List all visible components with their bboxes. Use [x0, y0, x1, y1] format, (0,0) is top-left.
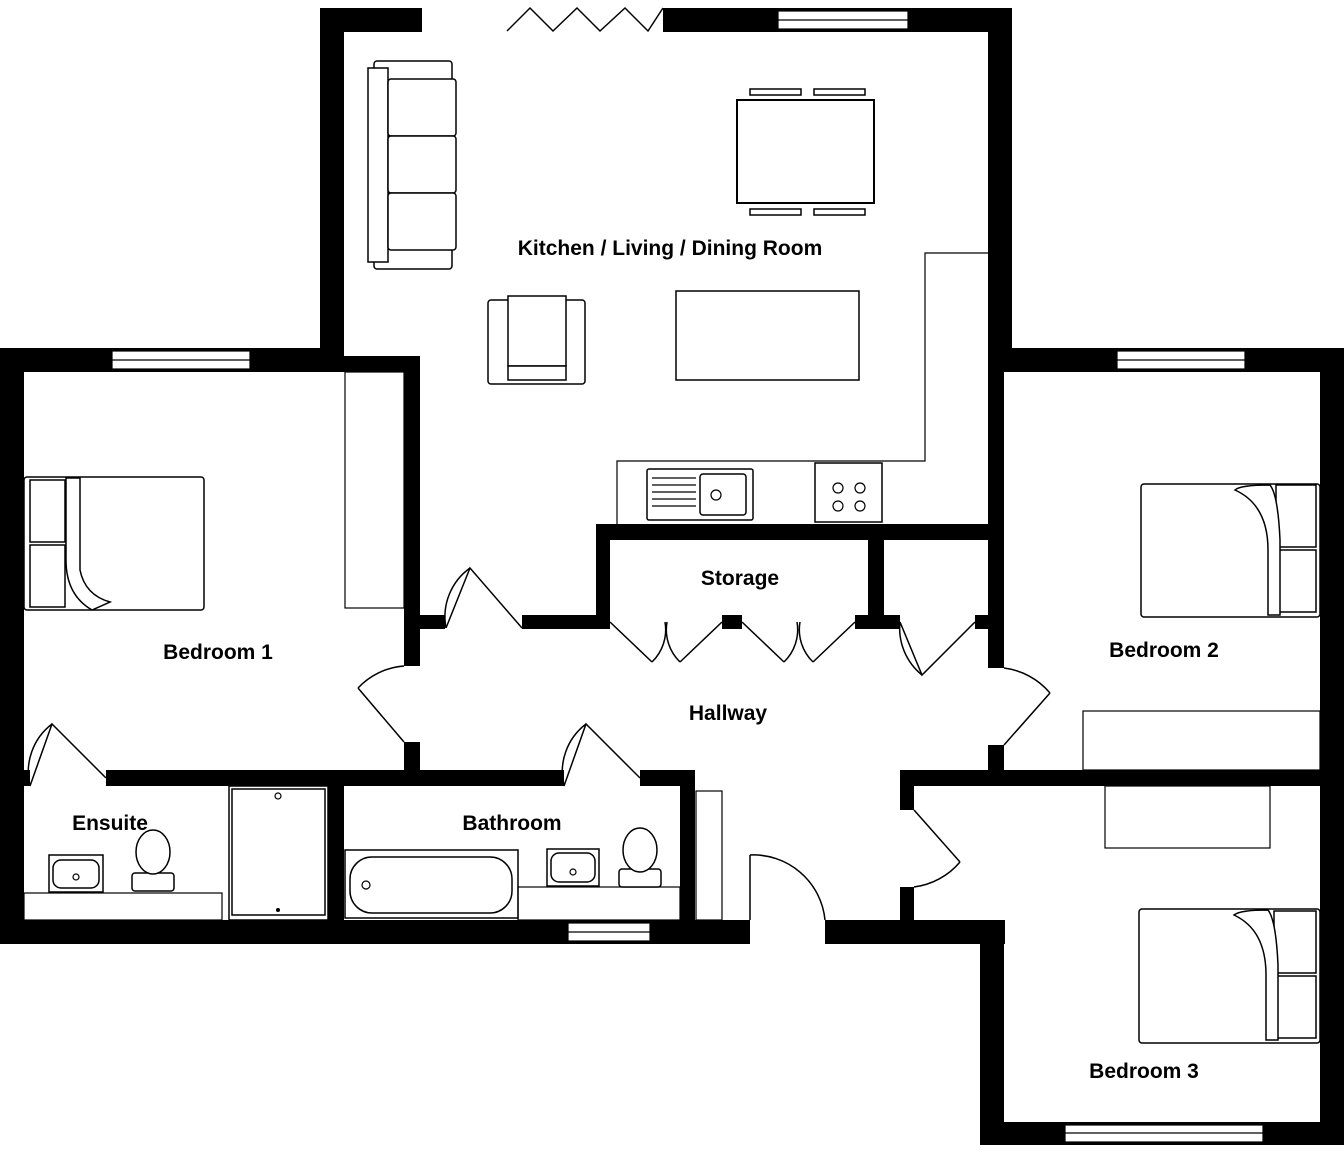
label-bedroom-1: Bedroom 1: [163, 641, 273, 664]
doors: [27, 566, 1051, 921]
label-bedroom-3: Bedroom 3: [1089, 1060, 1199, 1083]
label-bathroom: Bathroom: [462, 812, 561, 835]
room-labels: Kitchen / Living / Dining Room Bedroom 1…: [72, 237, 1219, 1083]
label-ensuite: Ensuite: [72, 812, 148, 835]
label-bedroom-2: Bedroom 2: [1109, 639, 1219, 662]
label-kitchen: Kitchen / Living / Dining Room: [518, 237, 823, 260]
furniture: [23, 60, 1321, 1044]
windows: [111, 6, 1264, 1143]
label-storage: Storage: [701, 567, 779, 590]
bifold-door: [506, 6, 664, 33]
label-hallway: Hallway: [689, 702, 768, 725]
